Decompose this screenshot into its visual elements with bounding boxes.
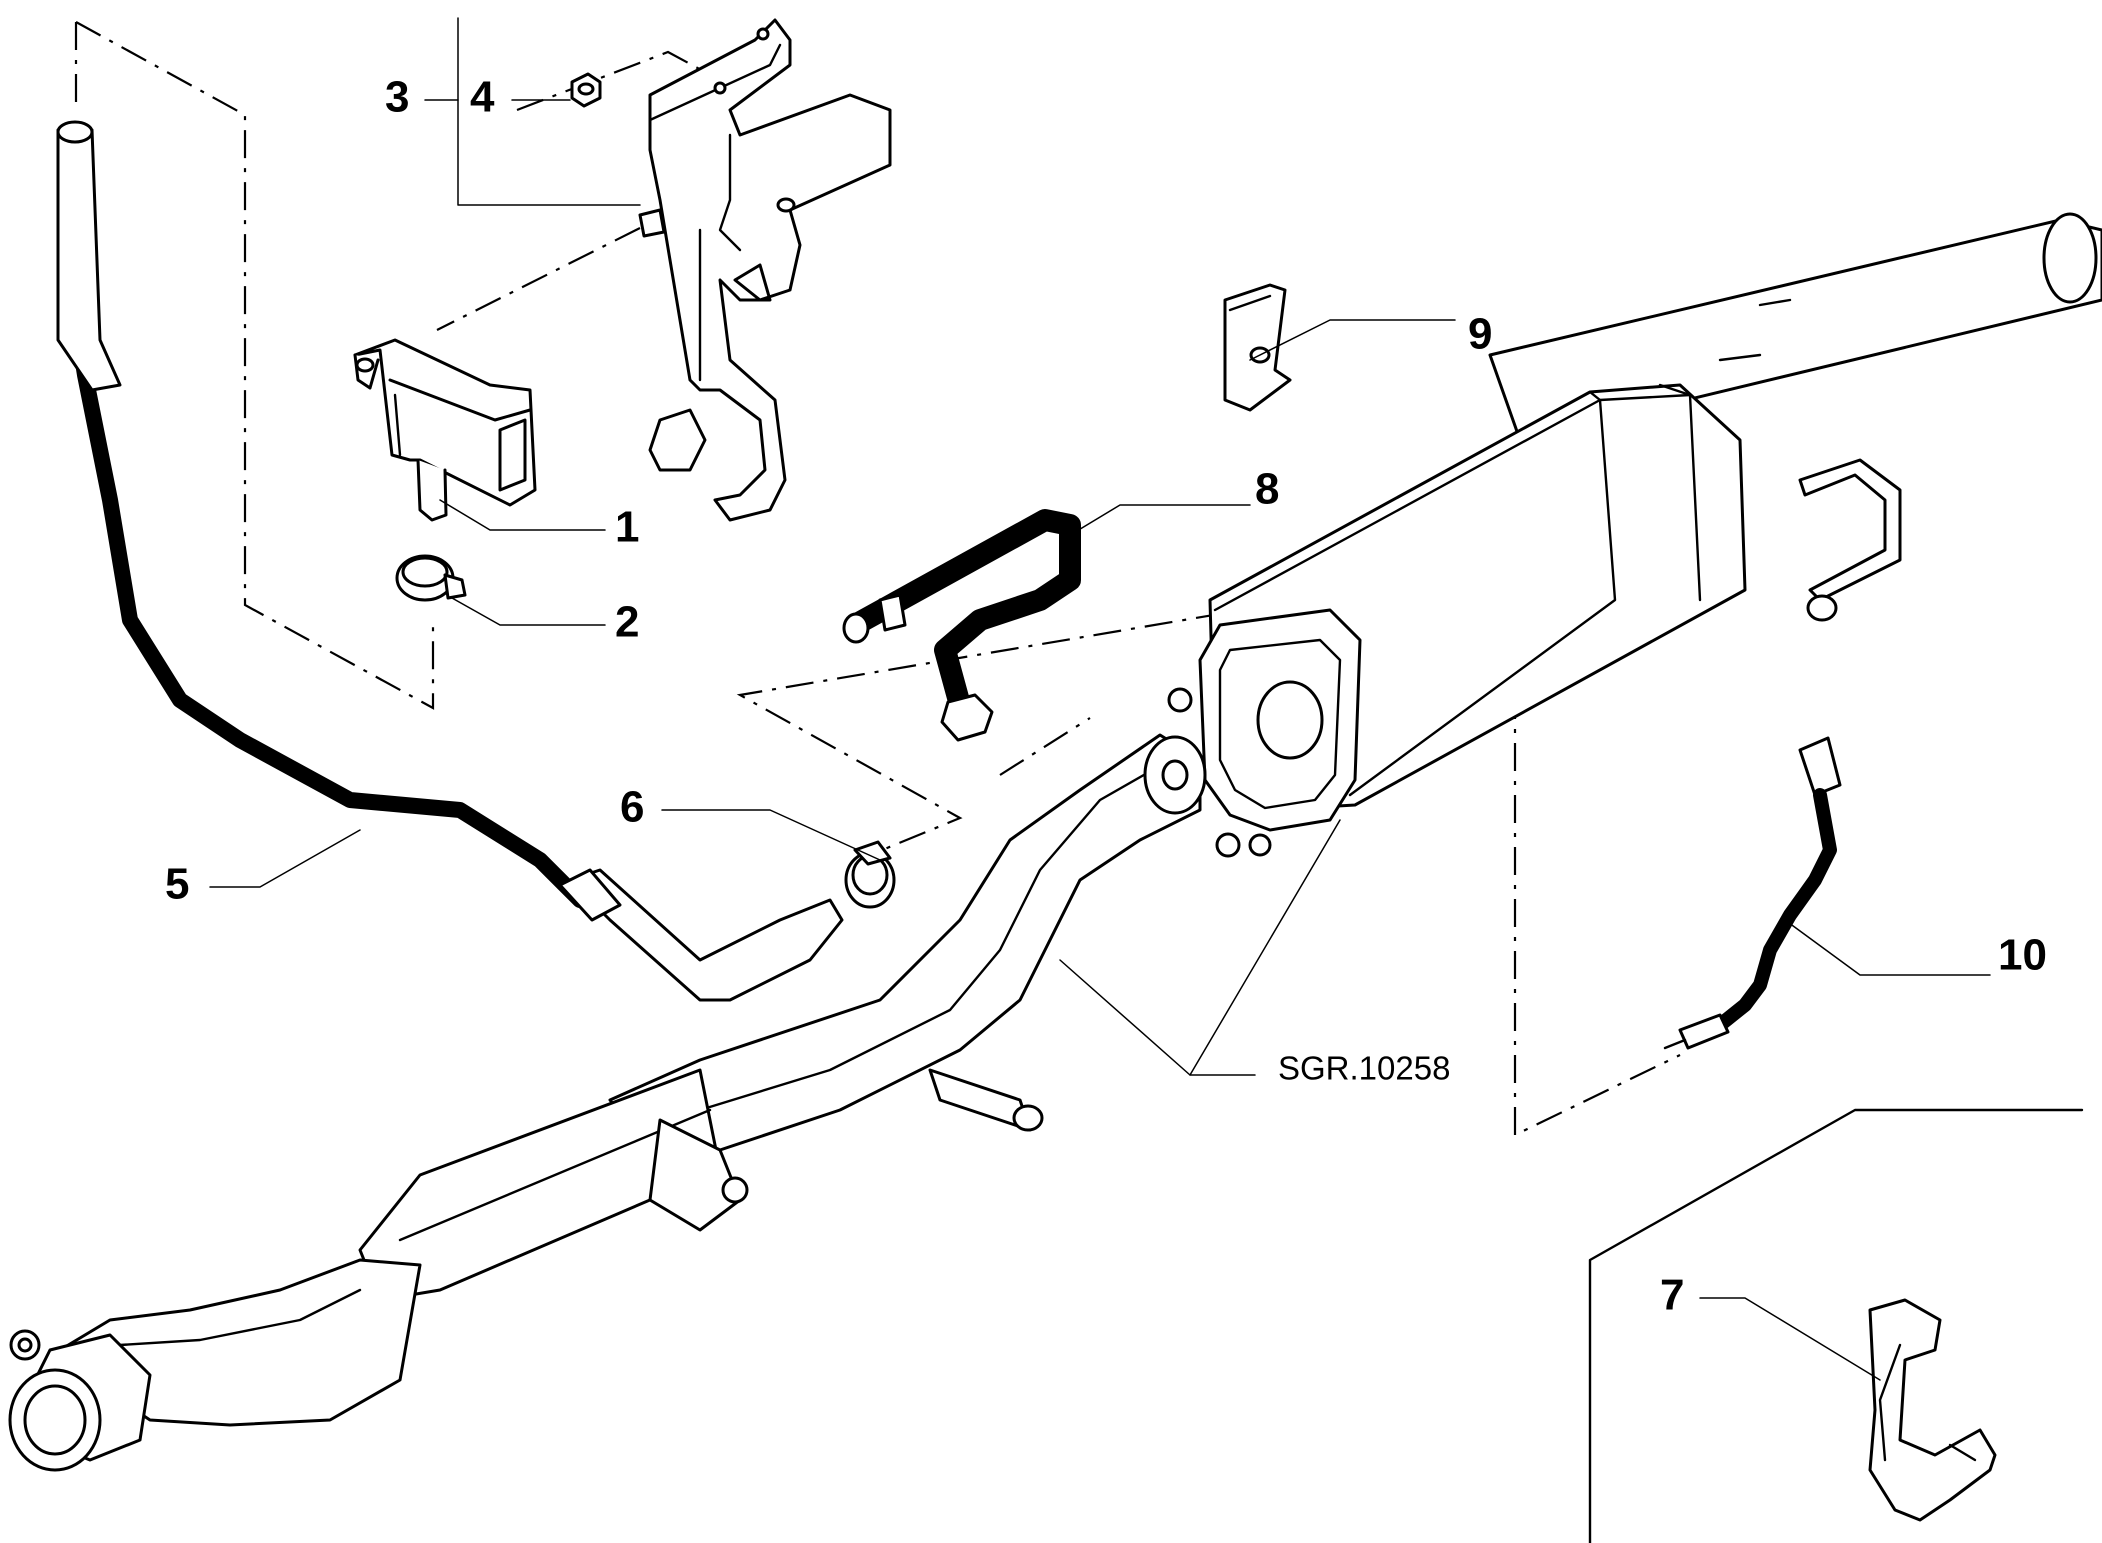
reference-code: SGR.10258: [1278, 1050, 1450, 1087]
part-10-temperature-sensor: [1663, 736, 1842, 1050]
callout-6: 6: [620, 783, 644, 832]
part-5-sensor-pipe: [56, 120, 844, 1002]
part-2-hose-clamp: [395, 554, 467, 602]
callout-labels: 1 2 3 4 5 6 7 8 9 10 SGR.10258: [165, 73, 2047, 1320]
part-7-clip: [1868, 1298, 1997, 1522]
part-3-bracket: [638, 18, 892, 522]
part-1-pressure-sensor: [353, 338, 537, 522]
inset-border: [1588, 1108, 2084, 1543]
part-9-plate: [1223, 283, 1292, 412]
leader-lines: [209, 17, 1991, 1381]
part-4-nut: [570, 72, 602, 108]
part-6-small-clamp: [844, 840, 896, 909]
callout-1: 1: [615, 503, 639, 552]
part-8-bent-pipe: [842, 509, 1081, 742]
callout-7: 7: [1660, 1271, 1684, 1320]
callout-9: 9: [1468, 310, 1492, 359]
callout-5: 5: [165, 860, 189, 909]
callout-8: 8: [1255, 465, 1279, 514]
callout-2: 2: [615, 598, 639, 647]
callout-10: 10: [1998, 931, 2047, 980]
callout-3: 3: [385, 73, 409, 122]
exhaust-system: [8, 212, 2102, 1472]
assembly-dashed-lines: [74, 21, 1681, 1137]
callout-4: 4: [470, 73, 495, 122]
